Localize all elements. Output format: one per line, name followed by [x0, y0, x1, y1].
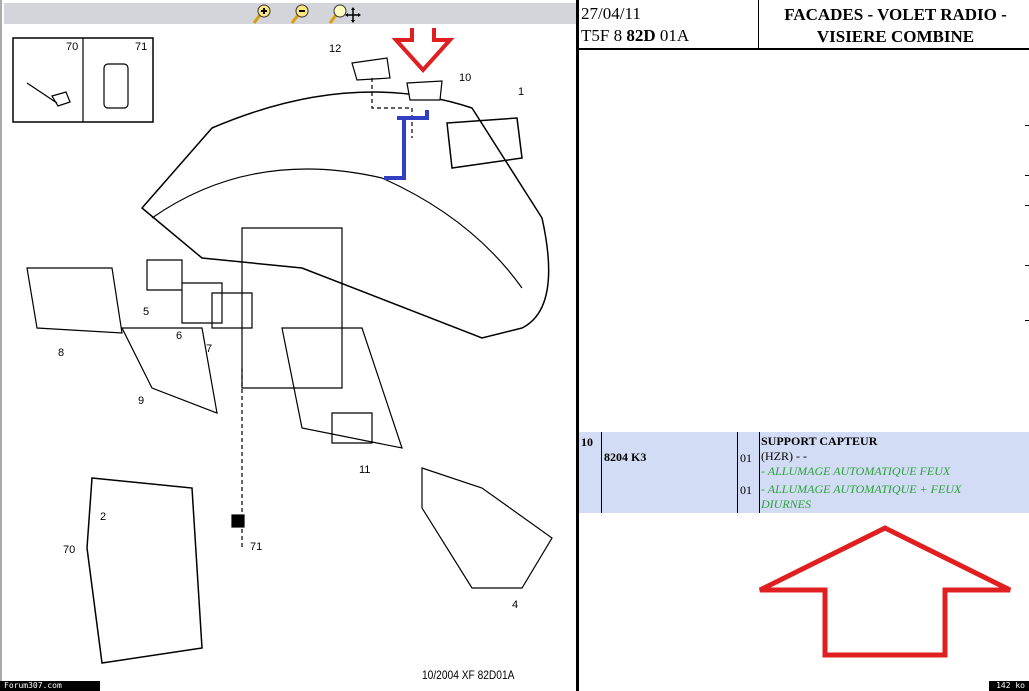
- size-badge: 142 ko: [989, 681, 1029, 691]
- callout-70: 70: [66, 41, 79, 53]
- zoom-in-icon[interactable]: [251, 3, 275, 24]
- zoom-pan-icon[interactable]: [327, 3, 361, 24]
- description-cell: SUPPORT CAPTEUR (HZR) - - - ALLUMAGE AUT…: [761, 434, 962, 511]
- callout-71b: 71: [250, 541, 263, 553]
- diagram-code: T5F 8 82D 01A: [581, 26, 690, 45]
- callout-10: 10: [459, 72, 472, 84]
- zoom-out-icon[interactable]: [289, 3, 313, 24]
- ref-cell: 10: [579, 432, 602, 513]
- callout-71: 71: [135, 41, 148, 53]
- diagram-pane: 70 71 12 10 1 5 6 7 8 9 11 2 70 71 4 10/…: [0, 0, 577, 691]
- callout-2: 2: [100, 511, 107, 523]
- callout-12: 12: [329, 43, 342, 55]
- callout-9: 9: [138, 395, 145, 407]
- site-badge: Forum307.com: [0, 681, 100, 691]
- up-arrow-annotation: [758, 525, 1012, 658]
- callout-4: 4: [512, 599, 519, 611]
- diagram-reference: 10/2004 XF 82D01A: [422, 668, 515, 682]
- zoom-toolbar: [4, 3, 577, 24]
- date: 27/04/11: [581, 4, 641, 23]
- callout-7: 7: [206, 343, 213, 355]
- callout-5: 5: [143, 306, 150, 318]
- exploded-parts-diagram: [12, 28, 553, 664]
- section-title: FACADES - VOLET RADIO -VISIERE COMBINE: [758, 0, 1029, 48]
- parts-header: 27/04/11 T5F 8 82D 01A FACADES - VOLET R…: [579, 0, 1029, 50]
- parts-pane: 27/04/11 T5F 8 82D 01A FACADES - VOLET R…: [576, 0, 1029, 691]
- callout-70b: 70: [63, 544, 76, 556]
- callout-6: 6: [176, 330, 183, 342]
- part-number-cell: 8204 K3: [602, 432, 738, 513]
- callout-8: 8: [58, 347, 65, 359]
- callout-11: 11: [359, 464, 371, 476]
- callout-1: 1: [518, 86, 525, 98]
